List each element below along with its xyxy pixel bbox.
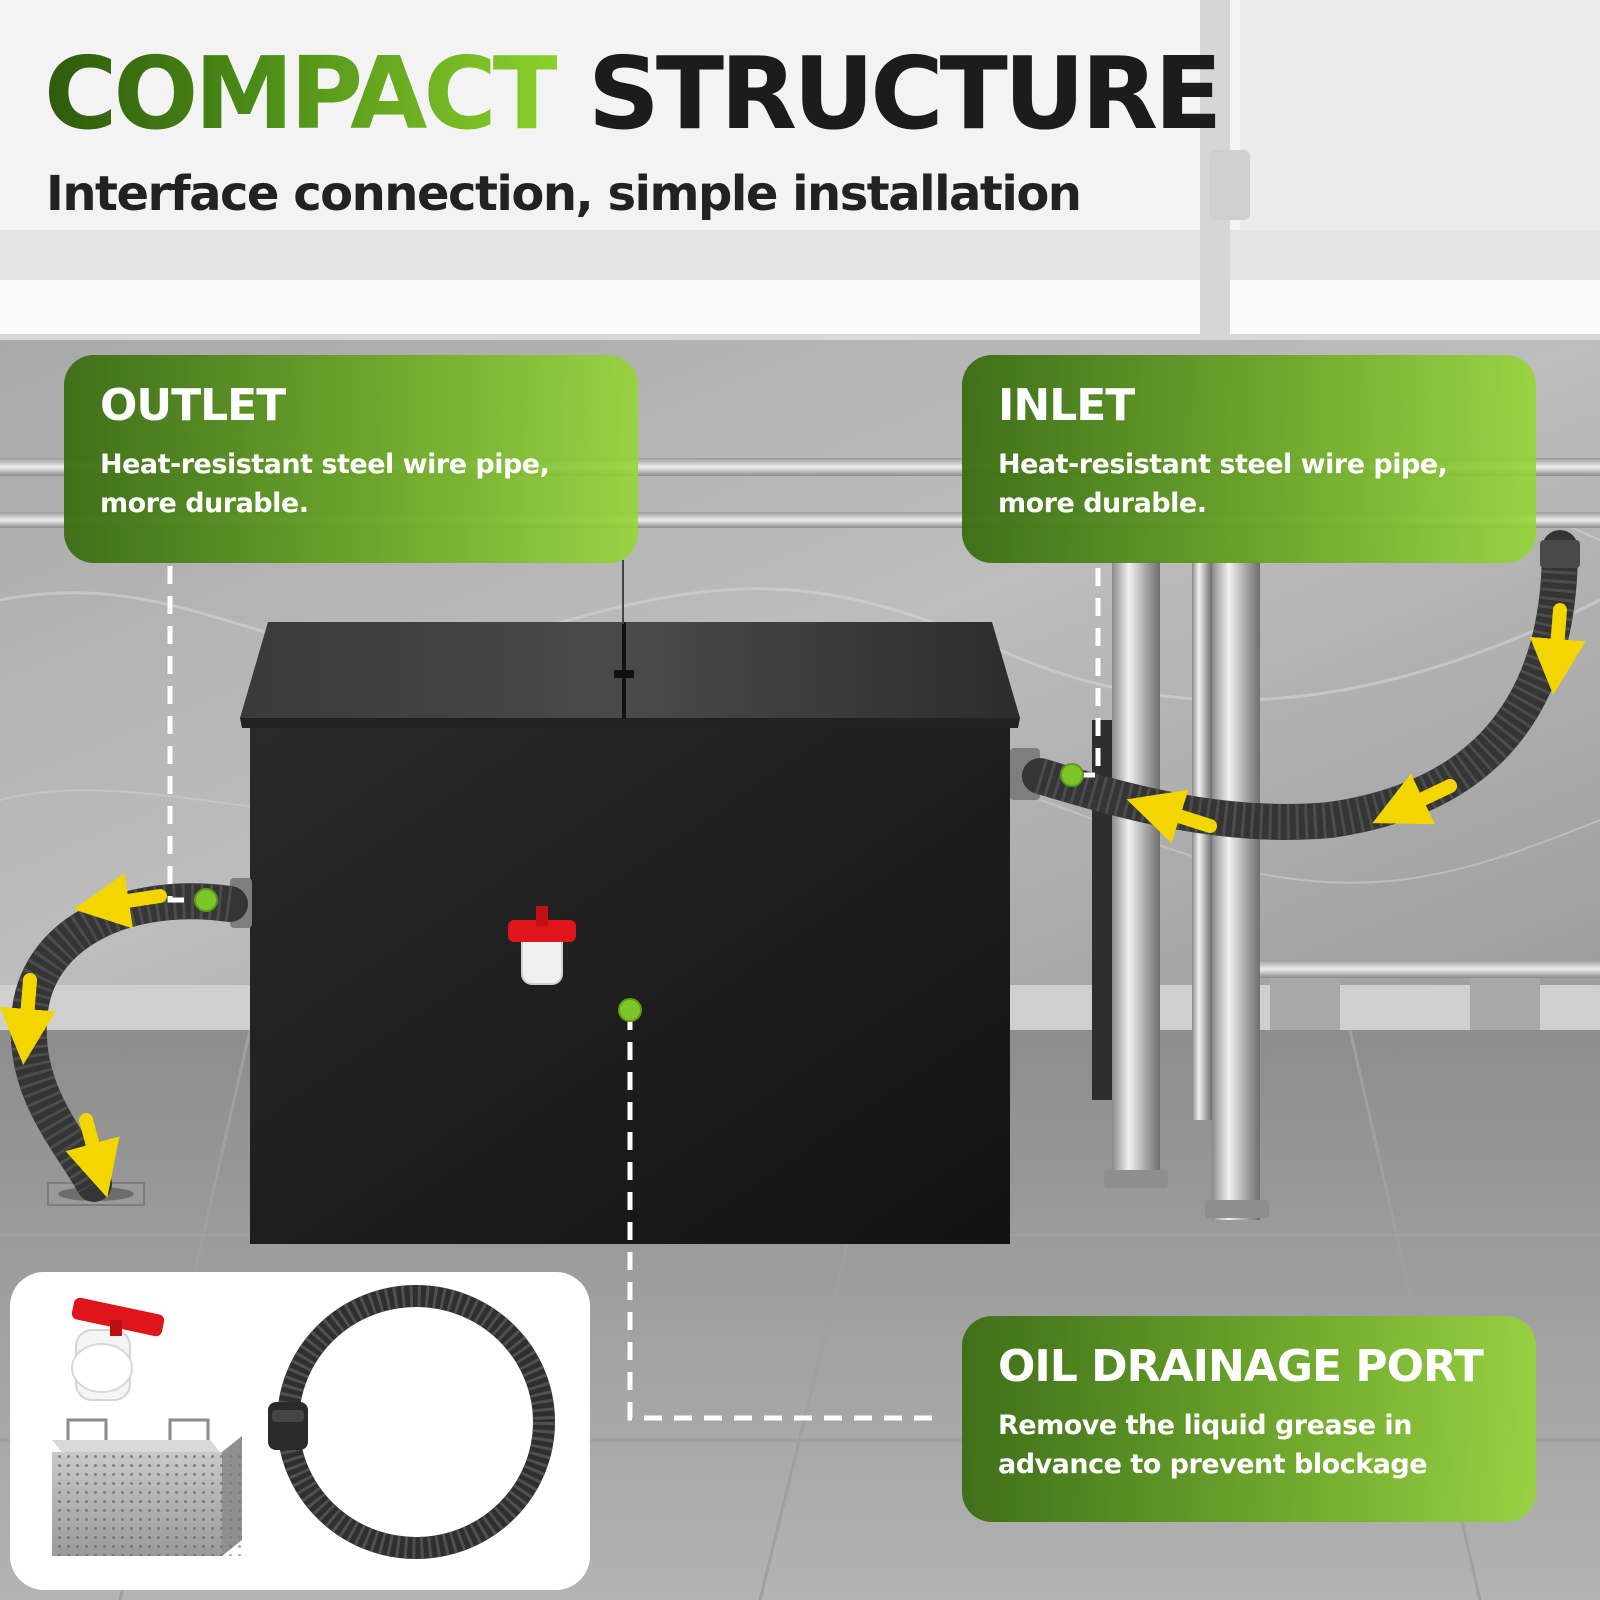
oil-drainage-line-1: Remove the liquid grease in xyxy=(998,1410,1412,1442)
inlet-line-1: Heat-resistant steel wire pipe, xyxy=(998,449,1448,481)
corrugated-hose-icon xyxy=(268,1285,555,1559)
oil-drainage-line-2: advance to prevent blockage xyxy=(998,1449,1428,1481)
outlet-callout: OUTLET Heat-resistant steel wire pipe, mo… xyxy=(64,355,638,563)
title-accent: COMPACT xyxy=(44,35,561,152)
inlet-line-2: more durable. xyxy=(998,488,1207,520)
inlet-title: INLET xyxy=(998,380,1135,431)
accessories-illustration xyxy=(52,1285,555,1559)
page-subtitle: Interface connection, simple installatio… xyxy=(46,166,1082,222)
filter-basket-icon xyxy=(52,1418,242,1556)
title-rest: STRUCTURE xyxy=(587,35,1223,152)
oil-drainage-title: OIL DRAINAGE PORT xyxy=(998,1341,1484,1392)
ball-valve-icon xyxy=(71,1297,165,1401)
inlet-description: Heat-resistant steel wire pipe, more dura… xyxy=(998,445,1500,523)
outlet-line-2: more durable. xyxy=(100,488,309,520)
oil-drainage-callout: OIL DRAINAGE PORT Remove the liquid grea… xyxy=(962,1316,1536,1522)
accessories-panel xyxy=(10,1272,590,1590)
oil-drainage-description: Remove the liquid grease in advance to pr… xyxy=(998,1406,1500,1484)
outlet-description: Heat-resistant steel wire pipe, more dura… xyxy=(100,445,602,523)
outlet-title: OUTLET xyxy=(100,380,286,431)
inlet-callout: INLET Heat-resistant steel wire pipe, mor… xyxy=(962,355,1536,563)
page-title: COMPACT STRUCTURE xyxy=(44,44,1222,144)
outlet-line-1: Heat-resistant steel wire pipe, xyxy=(100,449,550,481)
